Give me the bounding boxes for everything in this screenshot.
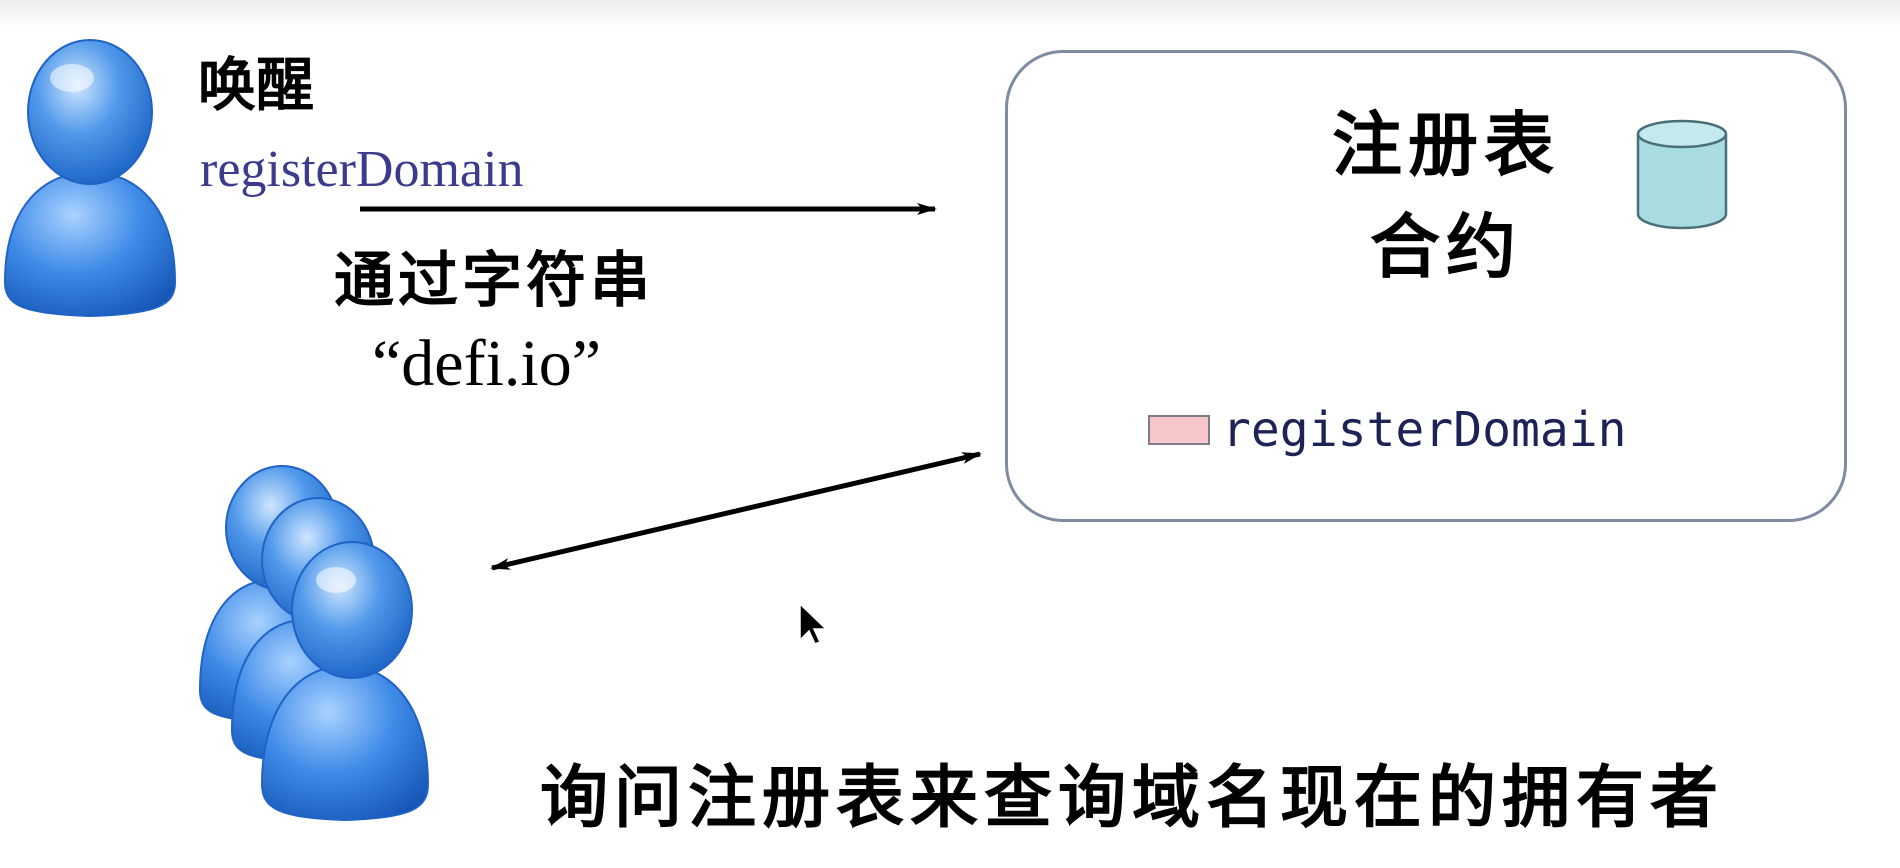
- top-shade: [0, 0, 1900, 28]
- registry-title-line2: 合约: [1370, 206, 1522, 288]
- user-group-icon: [198, 465, 430, 822]
- caller-function-name: registerDomain: [200, 141, 524, 198]
- group-user-front: [260, 541, 430, 822]
- query-arrow: [490, 451, 982, 571]
- database-cylinder-icon: [1636, 119, 1728, 230]
- registry-title-line1: 注册表: [1332, 104, 1560, 186]
- registry-function: registerDomain: [1148, 400, 1627, 460]
- via-string-label: 通过字符串: [334, 246, 654, 316]
- registry-title: 注册表 合约: [1290, 94, 1602, 298]
- registry-function-name: registerDomain: [1222, 402, 1627, 458]
- single-user-icon: [3, 39, 177, 318]
- mouse-cursor-icon: [799, 602, 828, 645]
- call-label: 唤醒: [198, 51, 315, 119]
- function-swatch: [1148, 415, 1210, 445]
- query-label: 询问注册表来查询域名现在的拥有者: [540, 759, 1725, 838]
- domain-string: “defi.io”: [372, 327, 602, 400]
